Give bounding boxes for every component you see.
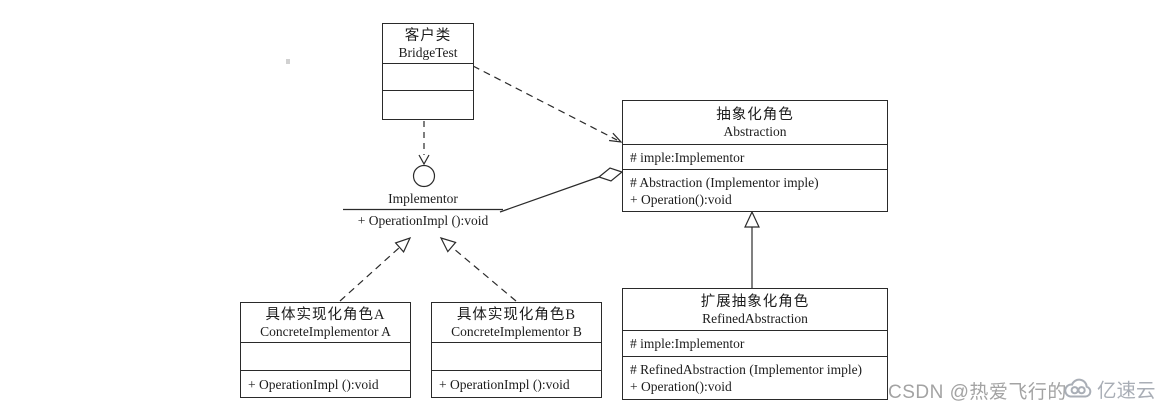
compartment-methods: + OperationImpl ():void (241, 371, 410, 397)
hollow-triangle (439, 237, 457, 253)
class-name-en: Abstraction (723, 123, 787, 139)
class-name-cn: 具体实现化角色B (456, 306, 577, 323)
class-header: 具体实现化角色B ConcreteImplementor B (432, 303, 601, 343)
class-box-bridgetest: 客户类 BridgeTest (382, 23, 474, 120)
cloud-icon (1064, 378, 1092, 398)
interface-name-implementor: Implementor (388, 191, 458, 206)
class-header: 具体实现化角色A ConcreteImplementor A (241, 303, 410, 343)
class-name-en: ConcreteImplementor A (260, 323, 391, 339)
compartment-empty (383, 91, 473, 119)
yisu-cloud-watermark: 亿速云 (1063, 374, 1156, 403)
class-method: + Operation():void (630, 379, 732, 394)
class-box-abstraction: 抽象化角色 Abstraction # imple:Implementor # … (622, 100, 888, 212)
class-attribute: # imple:Implementor (630, 149, 745, 165)
class-method: # Abstraction (Implementor imple) (630, 174, 819, 190)
class-attribute: # imple:Implementor (630, 336, 745, 351)
class-name-cn: 具体实现化角色A (265, 306, 386, 323)
class-name-en: ConcreteImplementor B (451, 323, 582, 339)
compartment-methods: # Abstraction (Implementor imple) + Oper… (623, 170, 887, 211)
compartment-methods: + OperationImpl ():void (432, 371, 601, 397)
class-box-concrete-implementor-a: 具体实现化角色A ConcreteImplementor A + Operati… (240, 302, 411, 398)
class-header: 扩展抽象化角色 RefinedAbstraction (623, 289, 887, 331)
class-box-concrete-implementor-b: 具体实现化角色B ConcreteImplementor B + Operati… (431, 302, 602, 398)
class-method: + OperationImpl ():void (439, 376, 570, 392)
class-name-cn: 客户类 (404, 27, 452, 44)
realization-arrow-concrete-b-to-implementor (439, 237, 517, 302)
class-method: + OperationImpl ():void (248, 376, 379, 392)
interface-lollipop-circle (412, 164, 436, 188)
dependency-arrow-client-to-implementor (412, 121, 436, 188)
class-name-cn: 抽象化角色 (716, 106, 794, 123)
aggregation-line-implementor-to-abstraction (499, 167, 624, 213)
compartment-attributes: # imple:Implementor (623, 145, 887, 170)
compartment-empty (383, 64, 473, 91)
realization-arrow-concrete-a-to-implementor (339, 236, 412, 302)
compartment-empty (241, 343, 410, 371)
class-name-en: RefinedAbstraction (702, 310, 808, 326)
open-diamond (597, 167, 624, 182)
class-method: # RefinedAbstraction (Implementor imple) (630, 362, 863, 377)
csdn-watermark-text: CSDN @热爱飞行的 (888, 382, 1067, 403)
hollow-triangle (744, 210, 760, 228)
compartment-attributes: # imple:Implementor (623, 331, 887, 357)
class-header: 抽象化角色 Abstraction (623, 101, 887, 145)
class-name-cn: 扩展抽象化角色 (700, 293, 810, 310)
yisu-logo-text: 亿速云 (1097, 380, 1156, 402)
dependency-arrow-client-to-abstraction (472, 65, 623, 143)
hollow-triangle (394, 236, 412, 253)
compartment-empty (432, 343, 601, 371)
interface-method: + OperationImpl ():void (357, 213, 489, 228)
class-header: 客户类 BridgeTest (383, 24, 473, 64)
class-method: + Operation():void (630, 191, 732, 207)
compartment-methods: # RefinedAbstraction (Implementor imple)… (623, 357, 887, 399)
class-name-en: BridgeTest (398, 44, 458, 60)
scan-artifact-dot (286, 59, 290, 64)
generalization-arrow-refined-to-abstraction (744, 210, 760, 288)
class-box-refined-abstraction: 扩展抽象化角色 RefinedAbstraction # imple:Imple… (622, 288, 888, 400)
